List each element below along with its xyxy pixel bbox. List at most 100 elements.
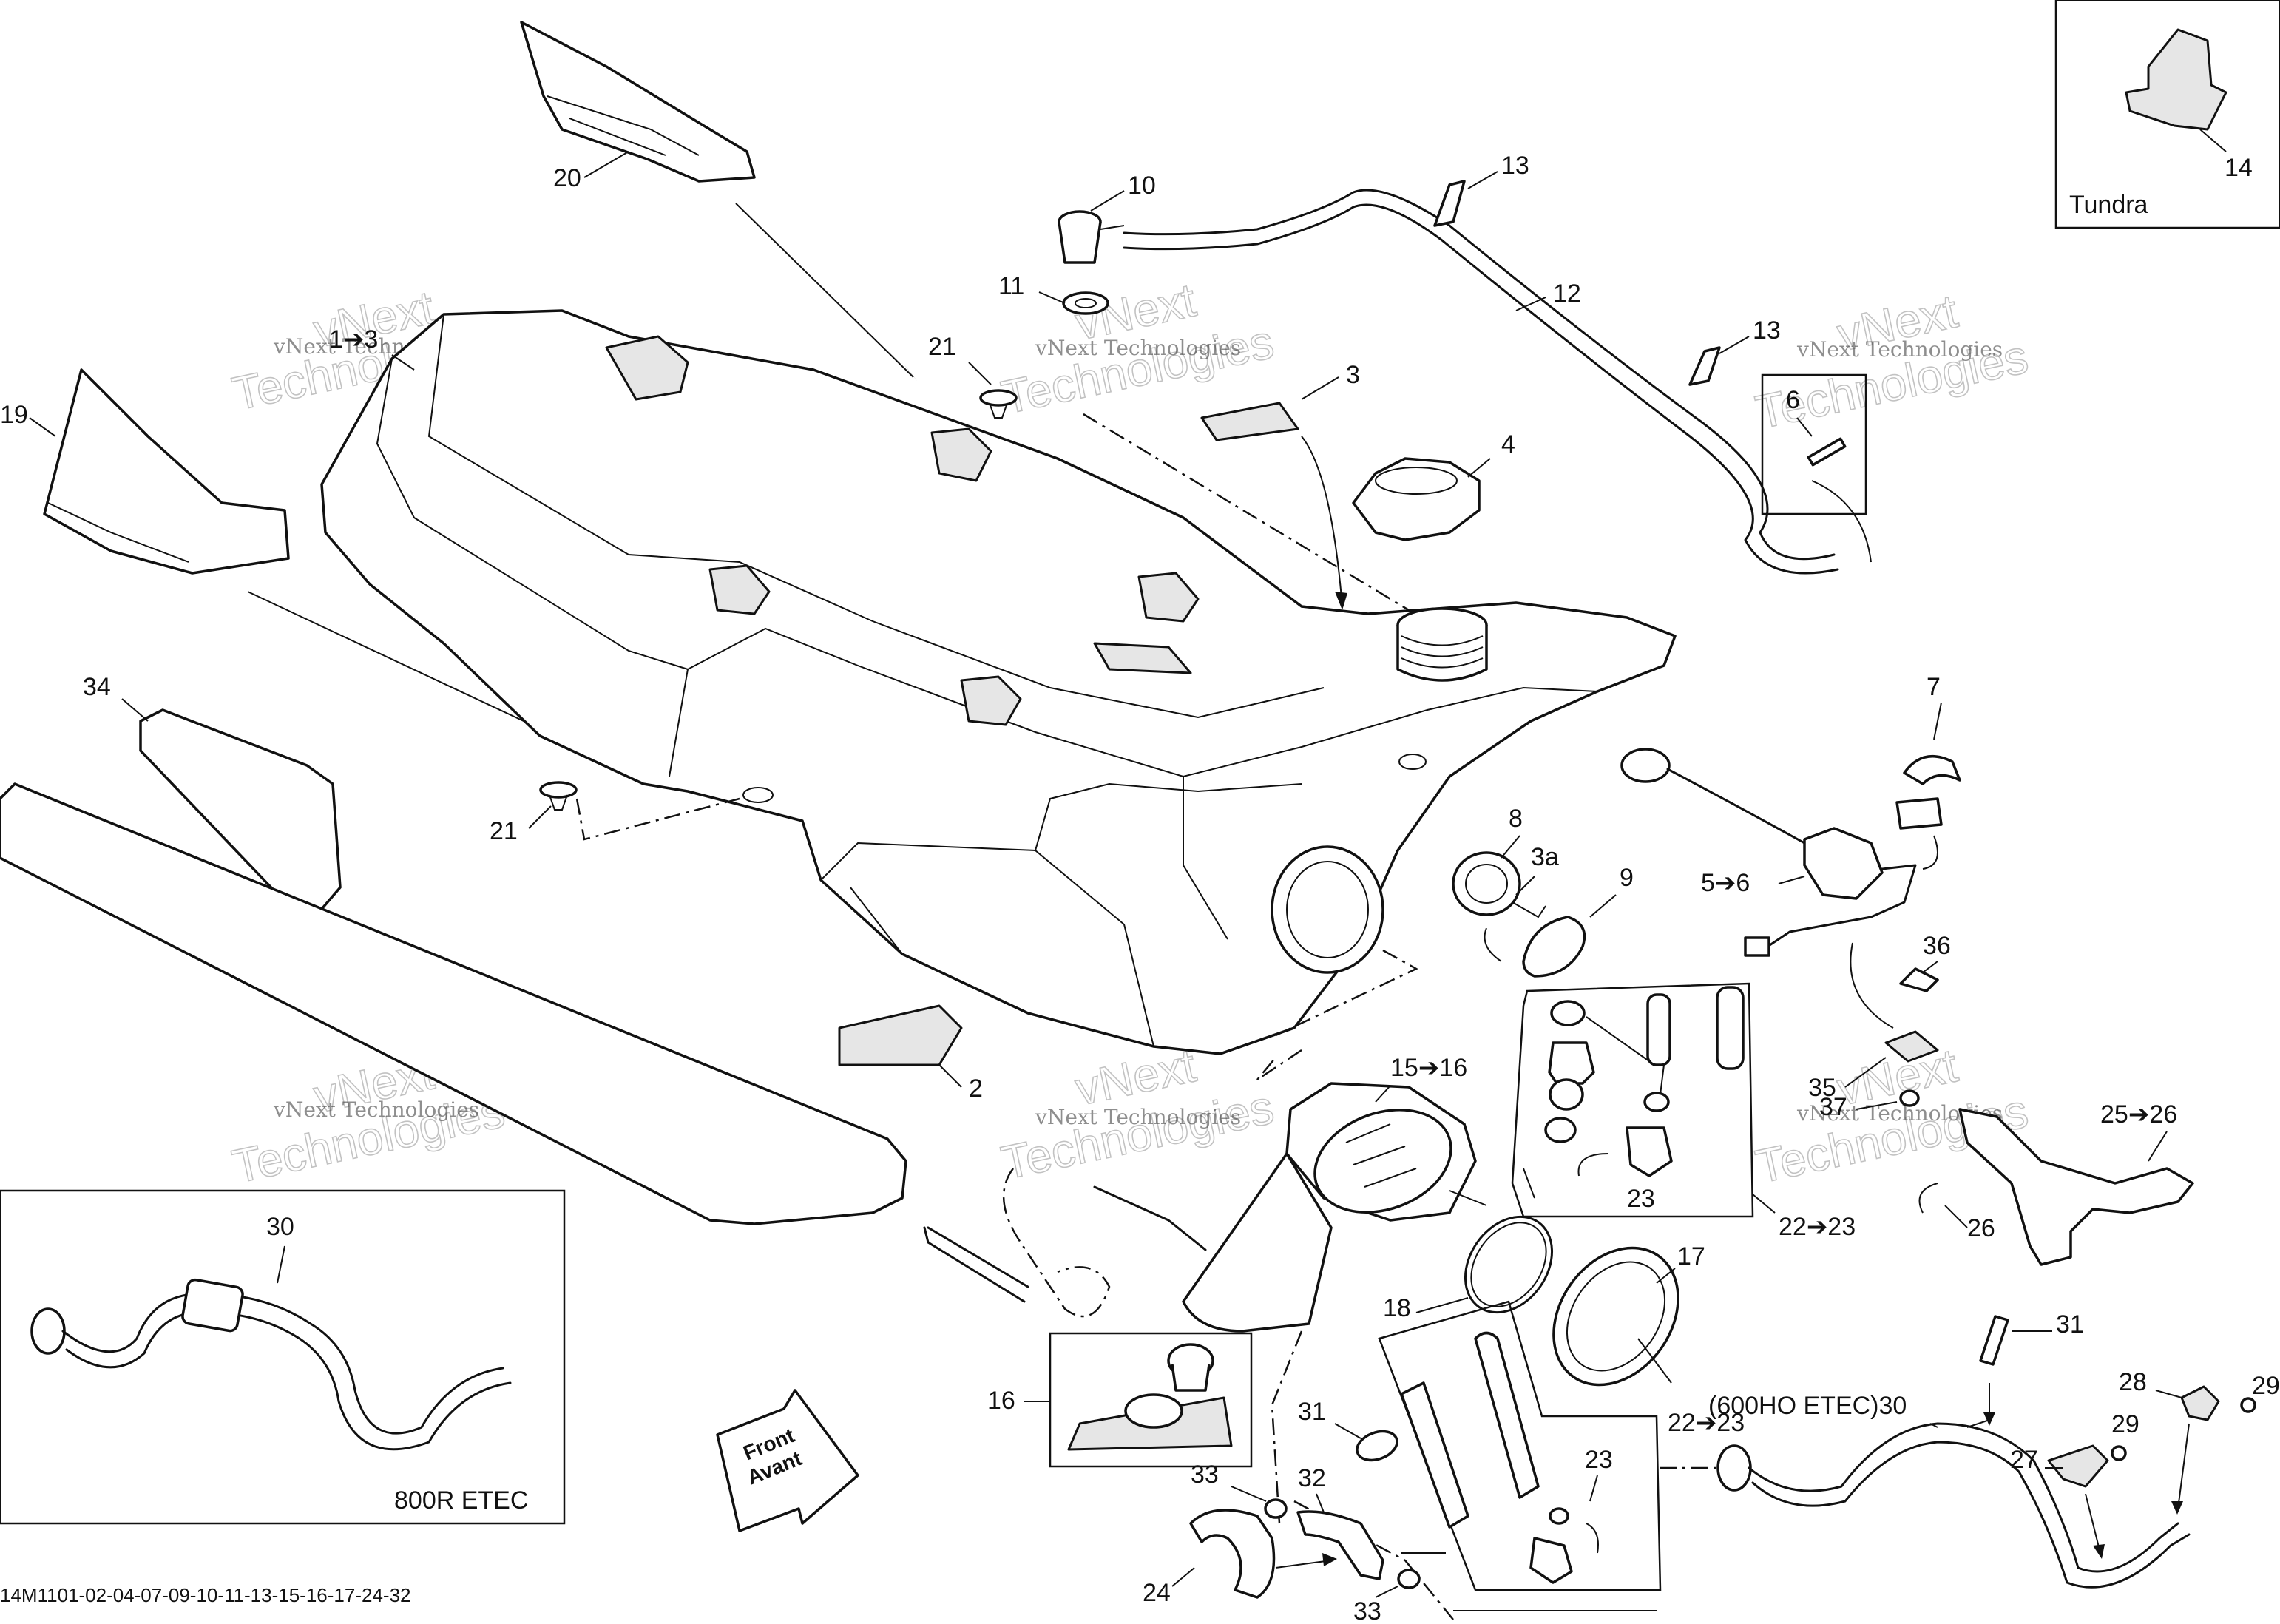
callout-28: 28 xyxy=(2119,1368,2147,1396)
callout-13-lower: 13 xyxy=(1753,317,1781,345)
part-7-hose xyxy=(1895,755,1961,830)
callout-22-23-upper: 22➔23 xyxy=(1779,1213,1856,1241)
callout-1-3: 1➔3 xyxy=(329,325,378,353)
callout-19: 19 xyxy=(0,401,28,429)
svg-text:vNext Technologies: vNext Technologies xyxy=(1035,1105,1241,1129)
tundra-inset-box xyxy=(2054,0,2280,229)
part-19-shield xyxy=(43,368,290,575)
callout-10: 10 xyxy=(1128,172,1156,200)
part-12-vent-hose xyxy=(1123,189,1839,575)
part-32-hose xyxy=(1296,1510,1384,1580)
part-13-clip-lower xyxy=(1688,346,1721,386)
callout-34: 34 xyxy=(83,673,111,701)
callout-24: 24 xyxy=(1143,1579,1171,1607)
svg-text:vNext Technologies: vNext Technologies xyxy=(1796,337,2003,362)
etec800-inset-box xyxy=(0,1189,566,1525)
callout-30-600ho: (600HO ETEC)30 xyxy=(1708,1392,1907,1420)
part-5-fuel-sensor xyxy=(1620,748,1917,957)
callout-6: 6 xyxy=(1786,386,1800,414)
fitting-box-lower xyxy=(1378,1300,1662,1591)
part-28-bracket xyxy=(2180,1385,2220,1421)
part-31-clamp-left xyxy=(1356,1430,1398,1462)
callout-31-right: 31 xyxy=(2056,1310,2084,1339)
tundra-label: Tundra xyxy=(2069,191,2148,219)
part-31-clamp-right xyxy=(1979,1315,2009,1366)
part-20-shield xyxy=(520,21,756,183)
watermark-top-right: Technologies vNext vNext Technologies xyxy=(1750,283,2033,439)
callout-12: 12 xyxy=(1553,280,1581,308)
part-21-grommet-lower xyxy=(539,781,578,811)
callout-29-b: 29 xyxy=(2252,1372,2280,1400)
callout-8: 8 xyxy=(1509,805,1523,833)
part-9-gasket xyxy=(1522,916,1586,978)
callout-30-800r: 30 xyxy=(266,1213,294,1241)
callout-26: 26 xyxy=(1967,1214,1995,1242)
callout-37: 37 xyxy=(1819,1093,1847,1121)
part-21-grommet-upper xyxy=(979,389,1018,419)
callout-14: 14 xyxy=(2225,154,2253,182)
callout-2: 2 xyxy=(969,1075,983,1103)
callout-21-lower: 21 xyxy=(490,817,518,845)
part-4-fuel-cap xyxy=(1352,457,1481,541)
part-35-bracket xyxy=(1884,1030,1939,1063)
fitting-parts-lower xyxy=(1400,1331,1573,1584)
part-36-clip xyxy=(1899,967,1939,992)
callout-33-upper: 33 xyxy=(1191,1461,1219,1489)
part-16-fitting xyxy=(1067,1343,1233,1451)
callout-20: 20 xyxy=(553,164,581,192)
callout-11: 11 xyxy=(998,272,1024,300)
callout-29-a: 29 xyxy=(2111,1410,2139,1438)
part-30-fuel-line-800r xyxy=(30,1278,512,1451)
callout-21-upper: 21 xyxy=(928,333,956,361)
callout-36: 36 xyxy=(1923,932,1951,960)
part-29-screw-a xyxy=(2111,1445,2127,1461)
svg-text:vNext Technologies: vNext Technologies xyxy=(273,1097,479,1122)
part-14-bracket xyxy=(2125,28,2227,131)
part-25-hose xyxy=(1958,1108,2194,1266)
footer-part-code: 14M1101-02-04-07-09-10-11-13-15-16-17-24… xyxy=(0,1584,411,1606)
callout-27: 27 xyxy=(2010,1446,2038,1474)
callout-31-left: 31 xyxy=(1298,1398,1326,1426)
part-6-fuse xyxy=(1807,437,1847,467)
part-37-nut xyxy=(1899,1089,1920,1107)
callout-4: 4 xyxy=(1501,430,1515,459)
callout-13-upper: 13 xyxy=(1501,152,1529,180)
callout-18: 18 xyxy=(1383,1294,1411,1322)
callout-15-16: 15➔16 xyxy=(1390,1054,1467,1082)
callout-3a: 3a xyxy=(1531,843,1559,871)
part-8-clamp xyxy=(1452,851,1521,916)
part-10-valve xyxy=(1058,210,1125,264)
part-16-inset-box xyxy=(1049,1332,1253,1468)
svg-text:vNext Technologies: vNext Technologies xyxy=(1035,336,1241,360)
part-2-pad xyxy=(838,1004,963,1066)
front-direction-arrow: Front Avant xyxy=(716,1389,859,1532)
callout-25-26: 25➔26 xyxy=(2100,1100,2177,1129)
fitting-box-upper xyxy=(1511,982,1754,1218)
callout-35: 35 xyxy=(1808,1074,1836,1102)
callout-22-23-lower: 22➔23 xyxy=(1668,1409,1745,1437)
callout-5-6: 5➔6 xyxy=(1701,869,1750,897)
fuel-tank xyxy=(320,309,1677,1055)
part-3-pad xyxy=(1200,402,1299,441)
callout-32: 32 xyxy=(1298,1464,1326,1492)
callout-9: 9 xyxy=(1620,864,1634,892)
callout-33-lower: 33 xyxy=(1353,1597,1381,1624)
watermark-bottom-center: Technologies vNext vNext Technologies xyxy=(996,1038,1279,1190)
part-18-o-ring xyxy=(1464,1215,1554,1314)
part-24-hose xyxy=(1189,1509,1276,1599)
etec800-label: 800R ETEC xyxy=(394,1486,528,1515)
hose-dashed-loop xyxy=(923,1168,1207,1318)
callout-16: 16 xyxy=(987,1387,1015,1415)
watermark-top-center: Technologies vNext vNext Technologies xyxy=(996,272,1279,424)
callout-17: 17 xyxy=(1677,1242,1705,1271)
part-34-foam-pad xyxy=(0,708,907,1225)
part-15-fuel-pump xyxy=(1182,1082,1487,1333)
callout-23-lower: 23 xyxy=(1585,1446,1613,1474)
part-33-clamp xyxy=(1264,1498,1421,1589)
callout-7: 7 xyxy=(1927,673,1941,701)
part-11-seal xyxy=(1062,291,1109,315)
fuse-inset-box xyxy=(1761,373,1867,515)
fitting-parts-upper xyxy=(1544,986,1745,1177)
callout-3: 3 xyxy=(1346,361,1360,389)
